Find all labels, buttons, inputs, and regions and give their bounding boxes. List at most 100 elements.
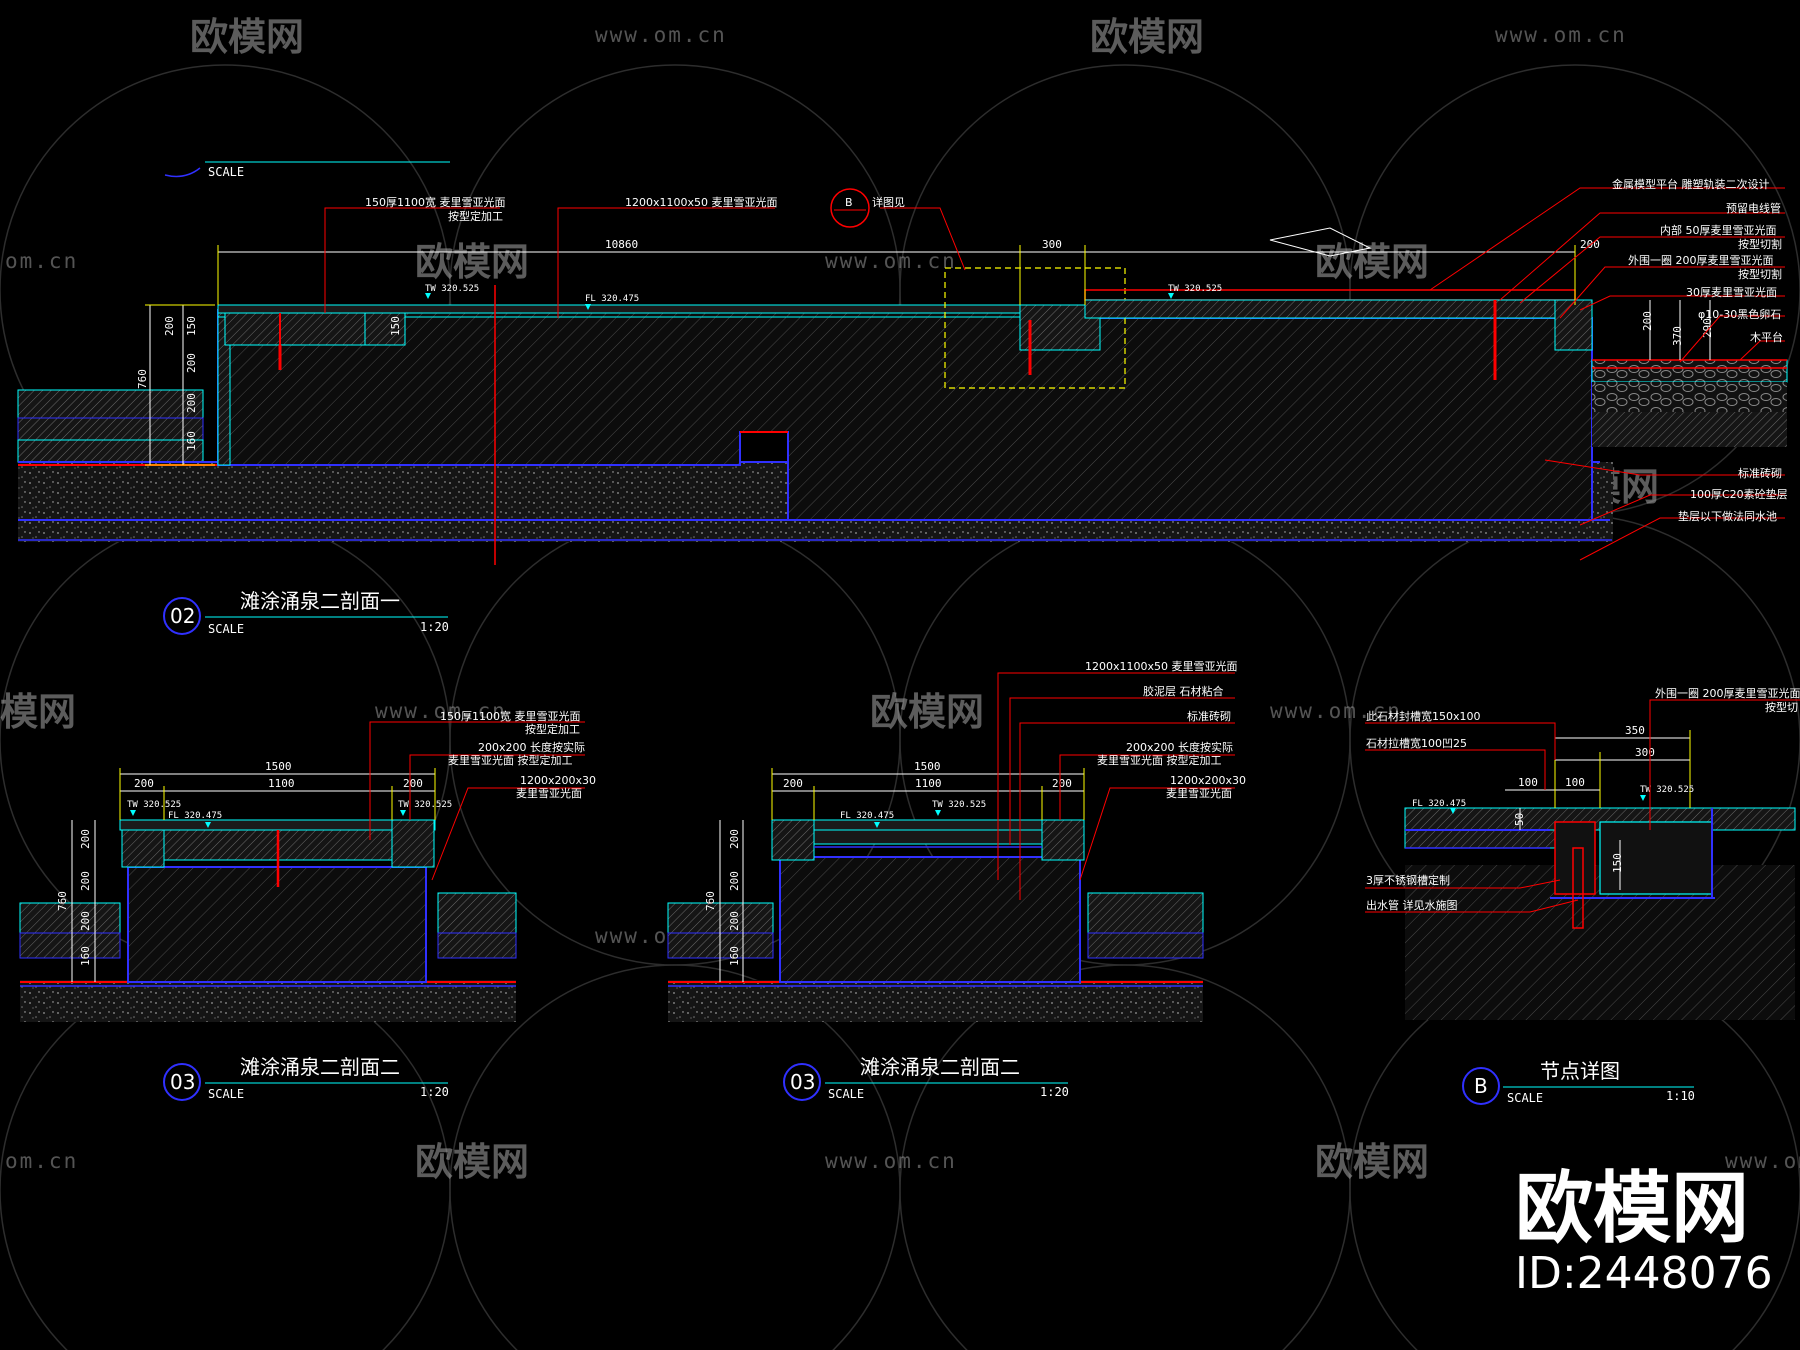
label-c1: 1200x200x30 bbox=[520, 774, 596, 787]
dim-c: 200 bbox=[1052, 777, 1072, 790]
label-r4a: 外围一圈 200厚麦里雪亚光面 bbox=[1628, 253, 1774, 267]
dim-h4: 160 bbox=[79, 946, 92, 966]
watermark-name: 欧模网 bbox=[1315, 240, 1429, 284]
label-d2: 麦里雪亚光面 按型定加工 bbox=[1097, 753, 1222, 767]
label-e1: 1200x200x30 bbox=[1170, 774, 1246, 787]
brand-name: 欧模网 bbox=[1515, 1164, 1749, 1254]
watermark-url: www.om.cn bbox=[1270, 699, 1402, 723]
ref-text: 详图见 bbox=[872, 195, 905, 209]
dim-th: 760 bbox=[704, 891, 717, 911]
dim-curb: 150 bbox=[389, 316, 402, 336]
label-a: 1200x1100x50 麦里雪亚光面 bbox=[1085, 659, 1238, 673]
level-tw: TW 320.525 bbox=[398, 800, 452, 810]
dim-h1: 200 bbox=[163, 316, 176, 336]
dim-h3: 200 bbox=[185, 353, 198, 373]
scale-label: SCALE bbox=[208, 165, 244, 179]
level-fl: FL 320.475 bbox=[840, 811, 894, 821]
dim-c: 100 bbox=[1518, 776, 1538, 789]
section-title: 滩涂涌泉二剖面二 bbox=[240, 1055, 400, 1079]
dim-h3: 200 bbox=[79, 911, 92, 931]
label-r6: φ10-30黑色卵石 bbox=[1698, 307, 1781, 321]
label-stone-a2: 按型定加工 bbox=[448, 209, 503, 223]
dim-h2: 200 bbox=[79, 871, 92, 891]
watermark-url: www.om.cn bbox=[825, 249, 957, 273]
watermark-url-cut: om.cn bbox=[5, 249, 78, 273]
scale-value: 1:20 bbox=[1040, 1085, 1069, 1099]
label-r4b: 按型切割 bbox=[1738, 267, 1782, 281]
left-section: 1500 200 1100 200 200 200 200 160 760 TW… bbox=[19, 709, 596, 1101]
label-stone-a: 150厚1100宽 麦里雪亚光面 bbox=[365, 195, 506, 209]
watermark-name: 欧模网 bbox=[870, 690, 984, 734]
top-cut-title: SCALE bbox=[164, 161, 450, 179]
dim-c: 200 bbox=[403, 777, 423, 790]
watermark-url: www.om.cn bbox=[375, 699, 507, 723]
section-title: 滩涂涌泉二剖面二 bbox=[860, 1055, 1020, 1079]
dim-h2: 200 bbox=[728, 871, 741, 891]
dim-a: 200 bbox=[783, 777, 803, 790]
dim-total: 10860 bbox=[605, 238, 638, 251]
level-tw: TW 320.525 bbox=[127, 800, 181, 810]
watermark-name-cut: 模网 bbox=[0, 690, 76, 734]
watermark-url-cut: om.cn bbox=[5, 1149, 78, 1173]
level-tw: TW 320.525 bbox=[1640, 785, 1694, 795]
label-b: 石材拉槽宽100凹25 bbox=[1366, 736, 1467, 750]
label-a: 此石材封槽宽150x100 bbox=[1366, 709, 1481, 723]
dim-r2: 370 bbox=[1671, 326, 1684, 346]
section-number: B bbox=[1474, 1074, 1488, 1098]
label-a1: 150厚1100宽 麦里雪亚光面 bbox=[440, 709, 581, 723]
dim-a: 350 bbox=[1625, 724, 1645, 737]
scale-label: SCALE bbox=[208, 1087, 244, 1101]
dim-h4: 160 bbox=[728, 946, 741, 966]
detail-b: 350 300 100 100 50 150 FL 320.475 TW 320… bbox=[1365, 686, 1800, 1105]
scale-value: 1:20 bbox=[420, 1085, 449, 1099]
label-b1: 200x200 长度按实际 bbox=[478, 740, 585, 754]
label-b2: 麦里雪亚光面 按型定加工 bbox=[448, 753, 573, 767]
dim-h3: 200 bbox=[728, 911, 741, 931]
dim-r1: 200 bbox=[1641, 311, 1654, 331]
watermark-name: 欧模网 bbox=[415, 1140, 529, 1184]
dim-d: 100 bbox=[1565, 776, 1585, 789]
label-r5: 30厚麦里雪亚光面 bbox=[1686, 285, 1777, 299]
label-c2: 麦里雪亚光面 bbox=[516, 786, 582, 800]
watermark-url: www.om.cn bbox=[825, 1149, 957, 1173]
level-tw: TW 320.525 bbox=[425, 284, 479, 294]
section-title: 滩涂涌泉二剖面一 bbox=[240, 589, 400, 613]
level-fl: FL 320.475 bbox=[585, 294, 639, 304]
dim-a: 200 bbox=[134, 777, 154, 790]
label-r1: 金属模型平台 雕塑轨装二次设计 bbox=[1612, 177, 1770, 191]
level-tw: TW 320.525 bbox=[1168, 284, 1222, 294]
label-r2: 预留电线管 bbox=[1726, 201, 1781, 215]
watermark-name: 欧模网 bbox=[415, 240, 529, 284]
dim-b: 300 bbox=[1635, 746, 1655, 759]
label-c: 3厚不锈钢槽定制 bbox=[1366, 873, 1450, 887]
label-c: 标准砖砌 bbox=[1187, 709, 1231, 723]
dim-b: 1100 bbox=[268, 777, 295, 790]
scale-label: SCALE bbox=[208, 622, 244, 636]
level-fl: FL 320.475 bbox=[1412, 799, 1466, 809]
dim-b: 1100 bbox=[915, 777, 942, 790]
dim-h5: 160 bbox=[185, 431, 198, 451]
label-r8: 标准砖砌 bbox=[1738, 466, 1782, 480]
brand-block: 欧模网 ID:2448076 bbox=[1515, 1164, 1773, 1299]
dim-total: 1500 bbox=[265, 760, 292, 773]
watermark-name: 欧模网 bbox=[1315, 1140, 1429, 1184]
scale-label: SCALE bbox=[1507, 1091, 1543, 1105]
watermark-url: www.om.cn bbox=[595, 23, 727, 47]
dim-h1: 200 bbox=[728, 829, 741, 849]
label-e1: 外围一圈 200厚麦里雪亚光面 bbox=[1655, 686, 1800, 700]
ref-b: B bbox=[845, 196, 853, 209]
dim-h2: 150 bbox=[185, 316, 198, 336]
label-b: 胶泥层 石材粘合 bbox=[1143, 684, 1224, 698]
dim-e: 50 bbox=[1513, 813, 1526, 826]
section-title: 节点详图 bbox=[1540, 1059, 1620, 1083]
label-e2: 麦里雪亚光面 bbox=[1166, 786, 1232, 800]
section-number: 02 bbox=[170, 604, 195, 628]
brand-id: ID:2448076 bbox=[1515, 1248, 1773, 1299]
label-e2: 按型切 bbox=[1765, 700, 1798, 714]
dim-r3: 290 bbox=[1701, 318, 1714, 338]
dim-th: 760 bbox=[56, 891, 69, 911]
label-r10: 垫层以下做法同水池 bbox=[1678, 509, 1777, 523]
section-number: 03 bbox=[790, 1070, 815, 1094]
scale-label: SCALE bbox=[828, 1087, 864, 1101]
